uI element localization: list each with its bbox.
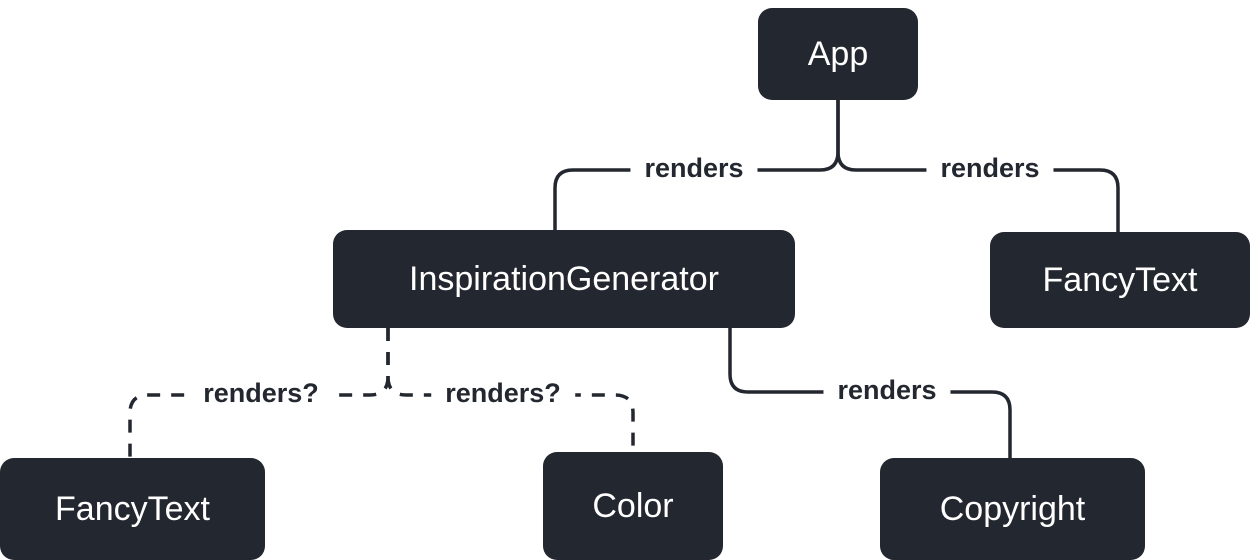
- node-fancy-text-top: FancyText: [990, 232, 1250, 328]
- edge-inspiration-generator-to-fancy-text: [128, 328, 390, 458]
- node-app: App: [758, 8, 918, 100]
- edge-inspiration-generator-to-color: [386, 328, 635, 452]
- edge-label-app-to-fancy-text: renders: [926, 152, 1054, 186]
- node-color: Color: [543, 452, 723, 560]
- edge-label-app-to-inspiration-generator: renders: [630, 152, 758, 186]
- edge-label-inspiration-generator-to-fancy-text: renders?: [189, 377, 333, 411]
- edge-label-inspiration-generator-to-copyright: renders: [823, 374, 951, 408]
- node-inspiration-generator: InspirationGenerator: [333, 230, 795, 328]
- edge-label-inspiration-generator-to-color: renders?: [431, 377, 575, 411]
- node-fancy-text-bottom: FancyText: [0, 458, 265, 560]
- node-copyright: Copyright: [880, 458, 1145, 560]
